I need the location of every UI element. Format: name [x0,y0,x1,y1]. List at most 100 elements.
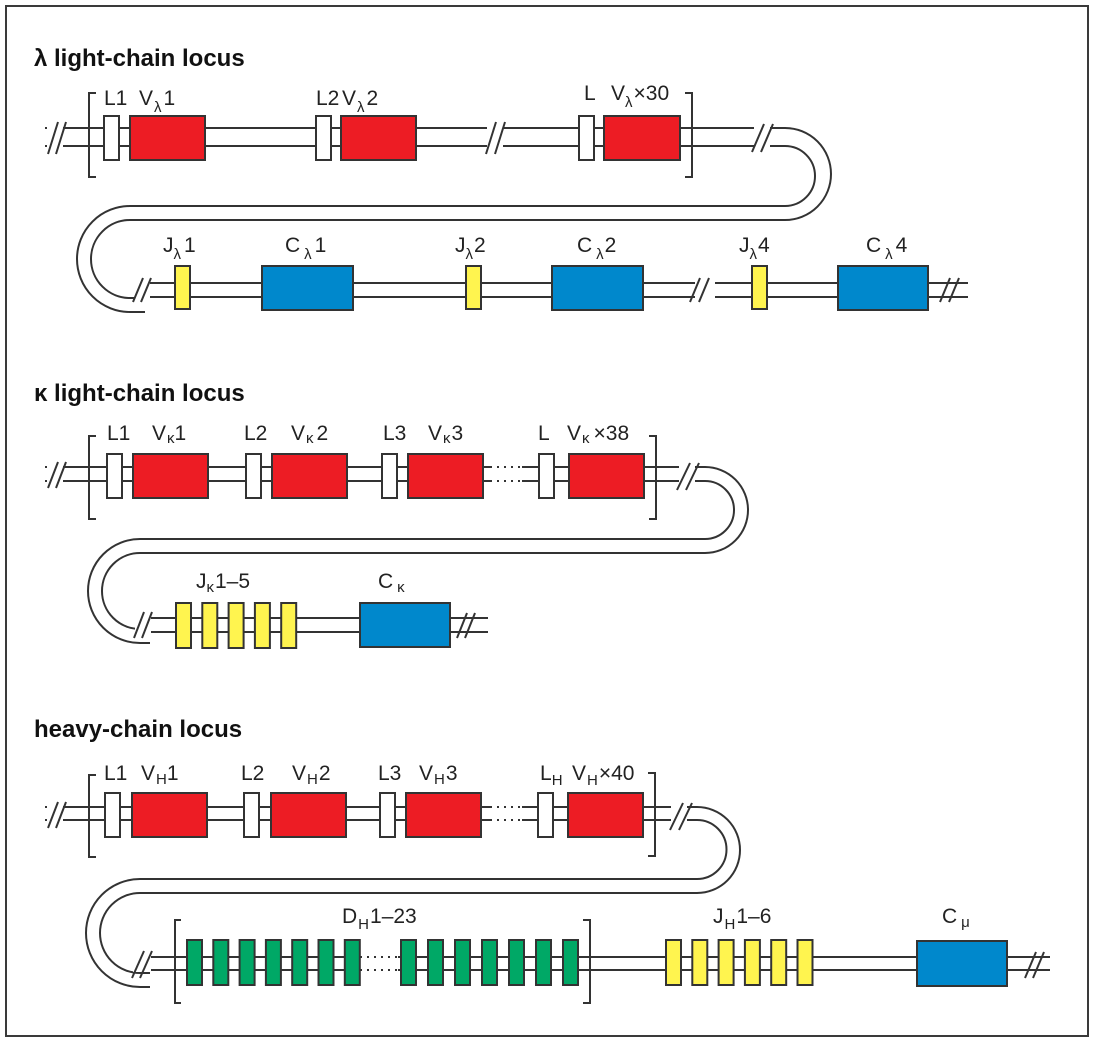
j-segment [465,265,482,310]
break-marker [669,802,693,831]
v-segment [568,453,645,499]
leader-label: L3 [378,762,401,785]
break-marker [47,461,67,489]
d-segment [454,939,471,986]
j-segment [253,602,271,649]
bracket-right [649,435,657,520]
leader-label: L3 [383,422,406,445]
leader-segment [578,115,595,161]
break-marker [751,123,774,153]
lambda-locus: λ light-chain locus [34,45,968,313]
c-segment [837,265,929,311]
break-marker [131,950,153,979]
j-label: Jκ1–5 [196,570,250,596]
leader-segment [243,792,260,838]
d-segment [343,939,361,986]
figure-frame [5,5,1089,1037]
d-segment [508,939,525,986]
d-segment [562,939,579,986]
leader-label: L1 [107,422,130,445]
heavy-chain-locus: heavy-chain locus [34,716,1050,1004]
break-marker [939,277,960,303]
v-segment [405,792,482,838]
leader-label: L2 [244,422,267,445]
leader-segment [379,792,396,838]
v-segment [567,792,644,838]
bracket-right [583,919,591,1004]
v-segment [129,115,206,161]
j-label: Jλ4 [739,234,770,263]
v-label: Vλ2 [342,87,378,116]
bracket-left [88,92,96,178]
leader-segment [103,115,120,161]
heavy-d-segments [186,939,579,986]
v-label: Vλ1 [139,87,175,116]
d-segment [400,939,417,986]
break-marker [47,801,67,829]
v-label: Vκ3 [428,422,463,447]
leader-segment [106,453,123,499]
leader-segment [315,115,332,161]
j-segment [743,939,761,986]
leader-label: L [584,82,596,105]
kappa-locus-title: κ light-chain locus [34,380,245,407]
j-segment [796,939,814,986]
j-segment [717,939,735,986]
break-marker [47,121,67,155]
bracket-right [648,772,656,857]
d-segment [186,939,203,986]
heavy-row2-dna [150,956,1050,971]
j-segment [201,602,219,649]
break-marker [1024,951,1045,979]
leader-segment [381,453,398,499]
v-segment [270,792,347,838]
bracket-right [685,92,693,178]
v-label: VH1 [141,762,179,788]
c-segment [359,602,451,648]
break-marker [456,612,476,639]
leader-label: L1 [104,762,127,785]
j-segment [691,939,709,986]
d-segment [291,939,309,986]
d-label: DH1–23 [342,905,417,933]
j-segment [227,602,245,649]
leader-label: L2 [241,762,264,785]
j-segment [280,602,298,649]
v-segment [131,792,208,838]
leader-label: L2 [316,87,339,110]
break-marker [689,277,710,303]
lambda-locus-title: λ light-chain locus [34,45,245,72]
kappa-j-segments [175,602,298,649]
bracket-left [88,435,96,520]
bracket-left [88,774,96,858]
leader-label: L1 [104,87,127,110]
d-segment [212,939,230,986]
j-label: JH1–6 [713,905,771,933]
j-segment [175,602,192,649]
heavy-locus-title: heavy-chain locus [34,716,242,743]
v-label: Vλ×30 [611,82,669,111]
v-label: Vκ×38 [567,422,629,447]
j-segment [174,265,191,310]
v-label: VH3 [419,762,458,788]
d-segment [427,939,444,986]
leader-segment [104,792,121,838]
leader-segment [537,792,554,838]
break-marker [485,121,506,155]
j-label: Jλ2 [455,234,486,263]
d-segment [264,939,282,986]
v-segment [407,453,484,499]
c-segment [916,940,1008,987]
leader-label: L [538,422,550,445]
v-segment [340,115,417,161]
break-marker [132,277,152,303]
c-segment [551,265,644,311]
leader-segment [245,453,262,499]
d-segment [535,939,552,986]
j-segment [770,939,788,986]
